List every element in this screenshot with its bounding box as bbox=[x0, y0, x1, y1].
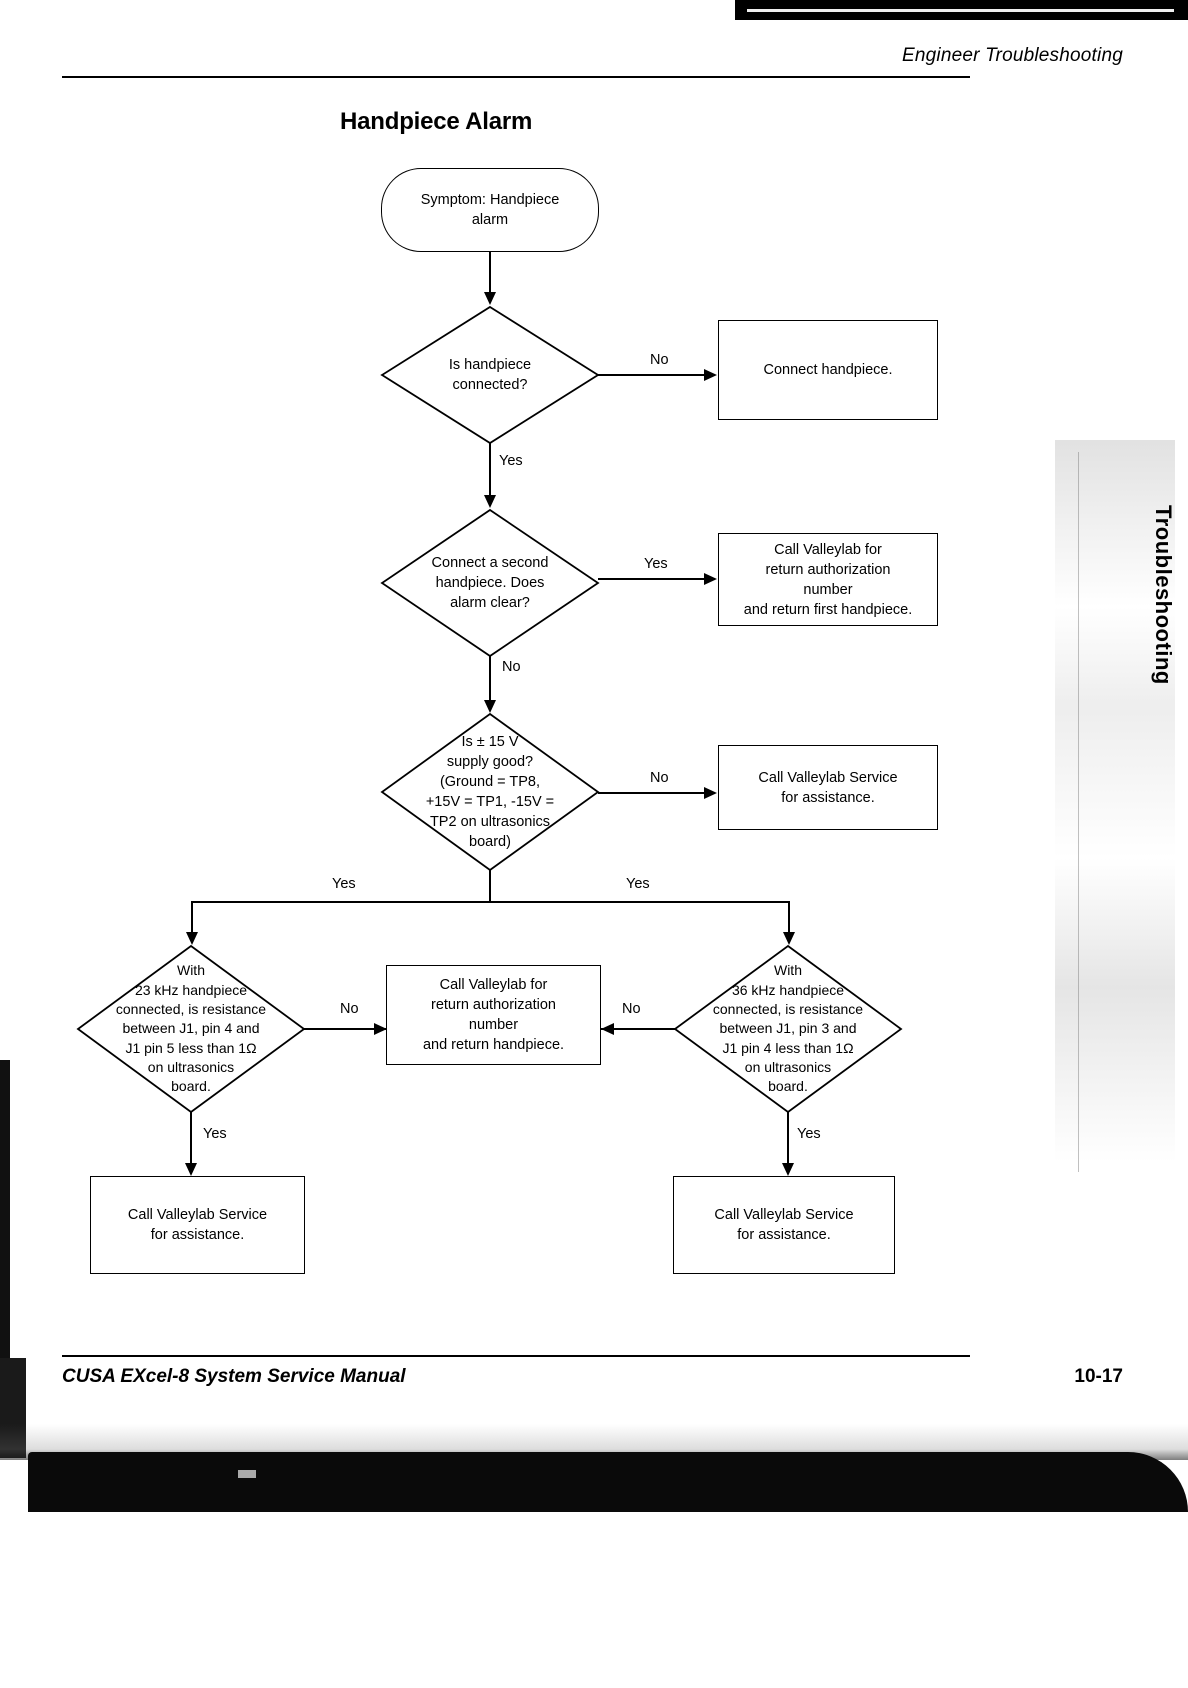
footer-page-number: 10-17 bbox=[1074, 1366, 1123, 1387]
edge-connected-no bbox=[598, 374, 708, 376]
page-title: Handpiece Alarm bbox=[340, 108, 533, 135]
flow-node-decision-connected: Is handpiece connected? bbox=[380, 305, 600, 445]
flow-node-start-label: Symptom: Handpiece alarm bbox=[420, 192, 560, 228]
flow-node-decision-connected-label: Is handpiece connected? bbox=[448, 357, 532, 393]
flow-node-service-supply: Call Valleylab Service for assistance. bbox=[718, 745, 938, 830]
flow-node-service-right-label: Call Valleylab Service for assistance. bbox=[714, 1207, 854, 1243]
edge-arrow-left-no bbox=[374, 1023, 387, 1035]
flow-node-decision-second-handpiece: Connect a second handpiece. Does alarm c… bbox=[380, 508, 600, 658]
edge-right-no bbox=[601, 1028, 675, 1030]
flow-node-service-left: Call Valleylab Service for assistance. bbox=[90, 1176, 305, 1274]
flow-node-connect-handpiece-label: Connect handpiece. bbox=[763, 362, 893, 378]
flow-node-decision-23khz: With 23 kHz handpiece connected, is resi… bbox=[76, 944, 306, 1114]
edge-left-yes bbox=[190, 1112, 192, 1170]
edge-supply-yes-stem bbox=[489, 870, 491, 902]
edge-supply-yes-left-drop bbox=[191, 901, 193, 939]
flow-node-decision-36khz: With 36 kHz handpiece connected, is resi… bbox=[673, 944, 903, 1114]
edge-arrow-second-yes bbox=[704, 573, 717, 585]
edge-second-no bbox=[489, 656, 491, 708]
edge-label-right-no: No bbox=[620, 1001, 643, 1017]
edge-arrow-right-no bbox=[601, 1023, 614, 1035]
edge-label-left-no: No bbox=[338, 1001, 361, 1017]
scan-speck bbox=[238, 1470, 256, 1478]
edge-label-right-yes: Yes bbox=[795, 1126, 823, 1142]
edge-arrow-right-yes bbox=[782, 1163, 794, 1176]
flow-node-return-handpiece-label: Call Valleylab for return authorization … bbox=[422, 977, 565, 1053]
edge-arrow-start-to-connected bbox=[484, 292, 496, 305]
flow-node-decision-23khz-label: With 23 kHz handpiece connected, is resi… bbox=[115, 962, 267, 1095]
side-tab-troubleshooting: Troubleshooting bbox=[1151, 505, 1176, 685]
flow-node-decision-supply-label: Is ± 15 V supply good? (Ground = TP8, +1… bbox=[425, 734, 555, 850]
scan-artifact-bottom bbox=[28, 1452, 1188, 1512]
edge-arrow-supply-yes-right bbox=[783, 932, 795, 945]
edge-arrow-left-yes bbox=[185, 1163, 197, 1176]
edge-connected-yes bbox=[489, 443, 491, 501]
flow-node-return-first-handpiece: Call Valleylab for return authorization … bbox=[718, 533, 938, 626]
edge-left-no bbox=[304, 1028, 386, 1030]
flow-node-decision-supply: Is ± 15 V supply good? (Ground = TP8, +1… bbox=[380, 712, 600, 872]
edge-label-left-yes: Yes bbox=[201, 1126, 229, 1142]
scan-artifact-right-margin bbox=[1055, 440, 1175, 1200]
scan-artifact-top bbox=[735, 0, 1188, 20]
flow-node-connect-handpiece: Connect handpiece. bbox=[718, 320, 938, 420]
edge-second-yes bbox=[598, 578, 708, 580]
flow-node-service-right: Call Valleylab Service for assistance. bbox=[673, 1176, 895, 1274]
edge-supply-yes-bus bbox=[191, 901, 789, 903]
edge-label-supply-yes-left: Yes bbox=[330, 876, 358, 892]
edge-arrow-supply-no bbox=[704, 787, 717, 799]
edge-label-second-yes: Yes bbox=[642, 556, 670, 572]
edge-label-connected-yes: Yes bbox=[497, 453, 525, 469]
edge-arrow-connected-no bbox=[704, 369, 717, 381]
flow-node-return-first-handpiece-label: Call Valleylab for return authorization … bbox=[743, 541, 913, 618]
flow-node-service-left-label: Call Valleylab Service for assistance. bbox=[127, 1207, 268, 1243]
flow-node-decision-second-handpiece-label: Connect a second handpiece. Does alarm c… bbox=[431, 555, 549, 611]
flow-node-start: Symptom: Handpiece alarm bbox=[381, 168, 599, 252]
flow-node-decision-36khz-label: With 36 kHz handpiece connected, is resi… bbox=[712, 962, 864, 1095]
edge-label-second-no: No bbox=[500, 659, 523, 675]
edge-arrow-second-no bbox=[484, 700, 496, 713]
edge-right-yes bbox=[787, 1112, 789, 1170]
edge-label-supply-no: No bbox=[648, 770, 671, 786]
flow-node-service-supply-label: Call Valleylab Service for assistance. bbox=[758, 769, 898, 806]
flow-node-return-handpiece: Call Valleylab for return authorization … bbox=[386, 965, 601, 1065]
edge-start-to-connected bbox=[489, 252, 491, 298]
edge-supply-no bbox=[598, 792, 708, 794]
edge-label-supply-yes-right: Yes bbox=[624, 876, 652, 892]
scan-artifact-left-edge bbox=[0, 1060, 10, 1360]
edge-arrow-supply-yes-left bbox=[186, 932, 198, 945]
scan-artifact-right-line bbox=[1078, 452, 1079, 1172]
edge-supply-yes-right-drop bbox=[788, 901, 790, 939]
edge-label-connected-no: No bbox=[648, 352, 671, 368]
edge-arrow-connected-yes bbox=[484, 495, 496, 508]
header-rule bbox=[62, 76, 970, 78]
header-section-title: Engineer Troubleshooting bbox=[902, 45, 1123, 66]
footer-manual-title: CUSA EXcel-8 System Service Manual bbox=[62, 1366, 406, 1387]
footer-rule bbox=[62, 1355, 970, 1357]
